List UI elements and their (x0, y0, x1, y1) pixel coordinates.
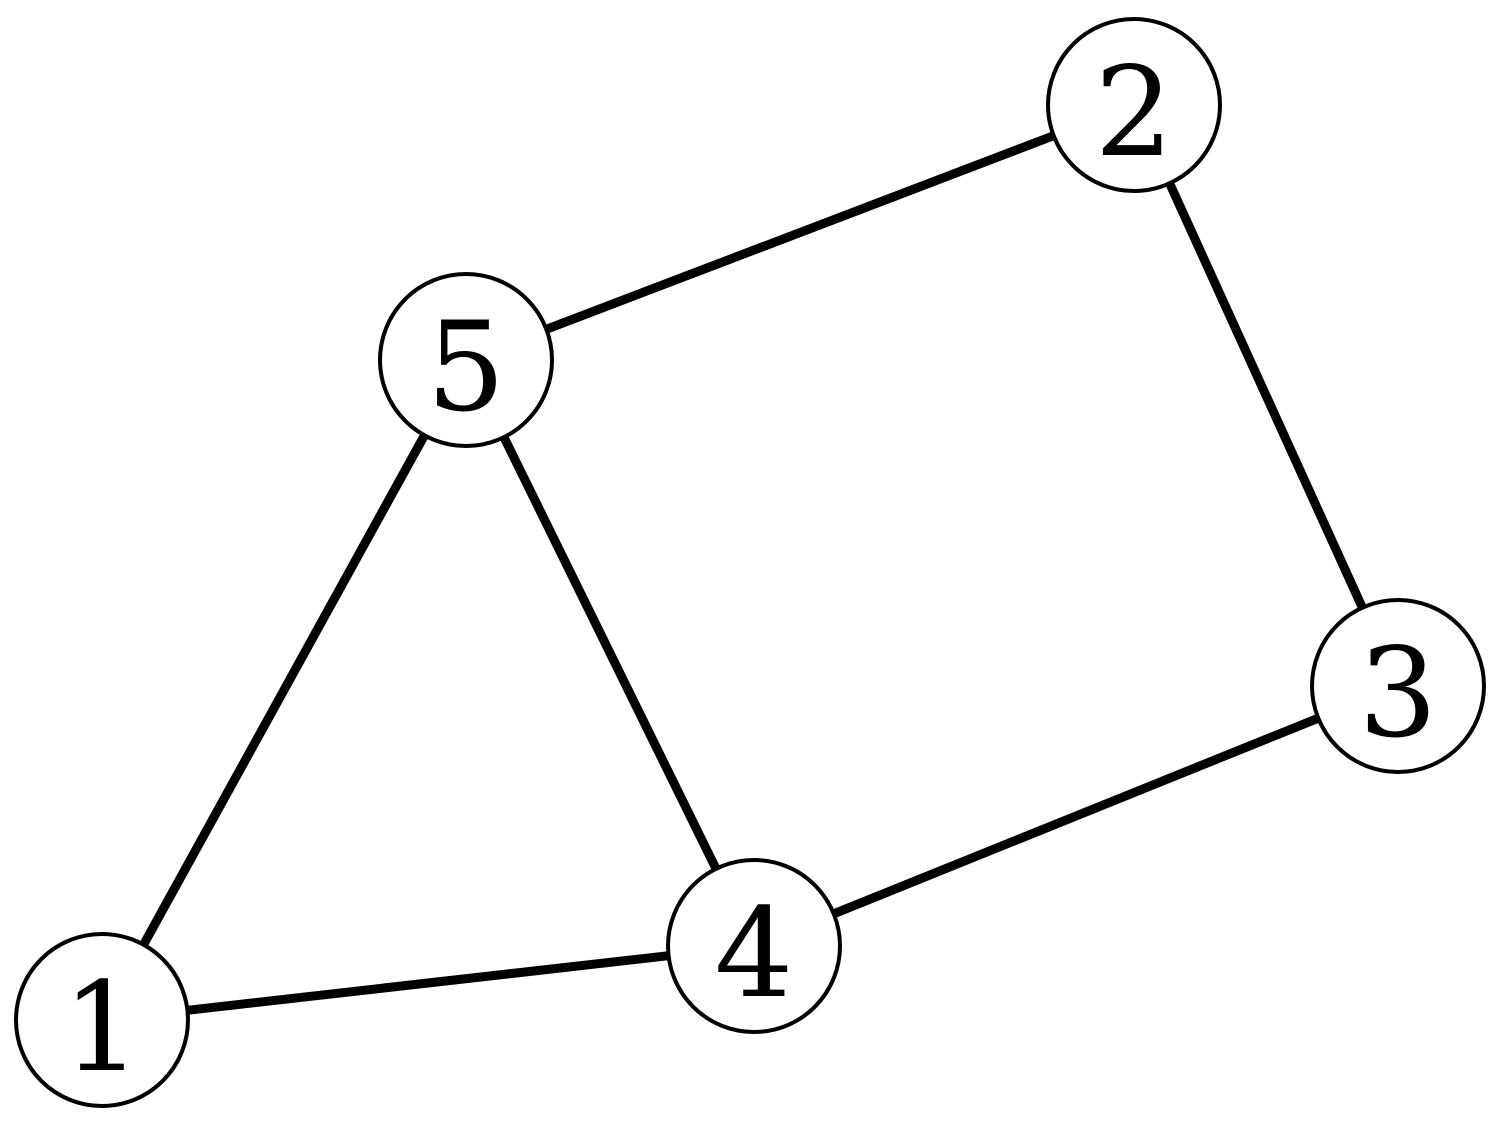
node-4: 4 (666, 858, 842, 1034)
edge-2-3 (1165, 181, 1367, 610)
nodes-layer: 1 2 3 4 5 (14, 17, 1486, 1108)
node-3: 3 (1310, 598, 1486, 774)
node-1: 1 (14, 932, 190, 1108)
edge-3-4 (832, 714, 1320, 918)
edge-1-5 (139, 433, 429, 947)
node-3-circle (1310, 598, 1486, 774)
node-4-label: 4 (715, 882, 794, 1026)
node-2-label: 2 (1095, 41, 1174, 185)
node-3-label: 3 (1359, 622, 1438, 766)
edge-1-4 (186, 951, 670, 1015)
node-1-circle (14, 932, 190, 1108)
node-5-circle (378, 272, 554, 448)
node-5: 5 (378, 272, 554, 448)
node-2-circle (1046, 17, 1222, 193)
edge-5-4 (499, 435, 721, 871)
edges-layer (139, 131, 1367, 1015)
node-4-circle (666, 858, 842, 1034)
node-2: 2 (1046, 17, 1222, 193)
node-5-label: 5 (427, 296, 506, 440)
node-1-label: 1 (63, 956, 142, 1100)
edge-5-2 (544, 131, 1056, 334)
